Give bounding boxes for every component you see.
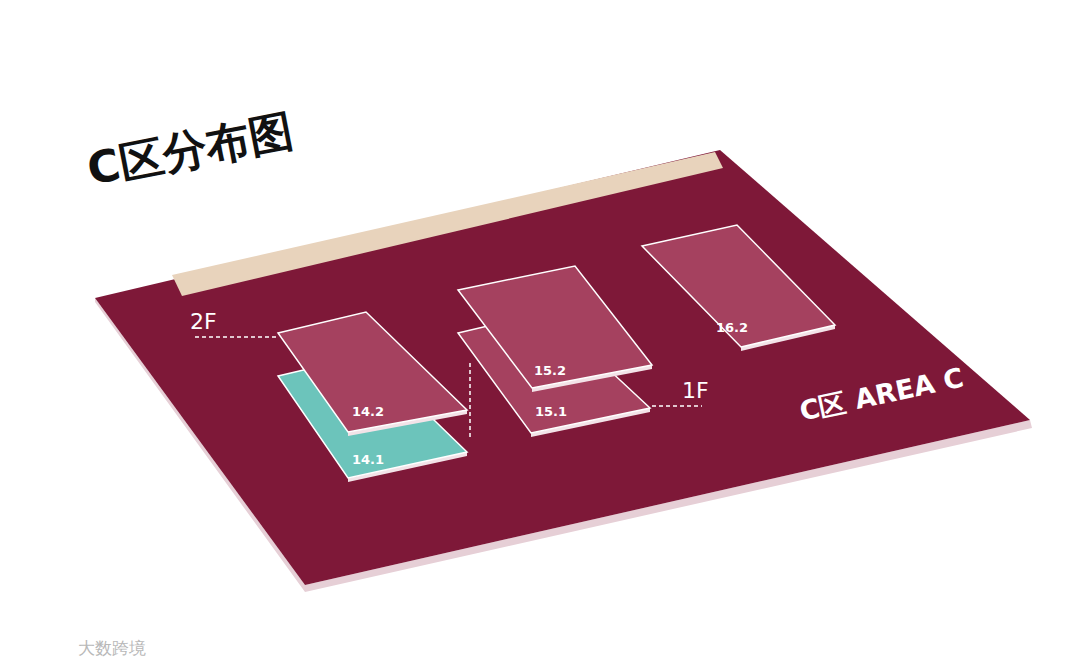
hall-number: 14.2	[352, 405, 384, 418]
watermark: 大数跨境	[78, 640, 146, 657]
slab-face	[642, 225, 835, 347]
area-plate	[95, 150, 1030, 585]
slab-face	[458, 266, 652, 388]
hall-slab: 15.2	[458, 266, 652, 392]
slab-face	[278, 312, 467, 432]
entrance-bar	[172, 152, 723, 296]
floor-label: 2F	[190, 311, 217, 333]
hall-number: 15.2	[534, 364, 566, 377]
floor-leader	[652, 405, 702, 407]
floor-label: 1F	[682, 380, 709, 402]
hall-slab: 14.2	[278, 312, 467, 436]
map-title: C区分布图	[84, 109, 297, 192]
hall-slab: 16.2	[642, 225, 835, 351]
hall-number: 14.1	[352, 453, 384, 466]
hall-number: 16.2	[716, 321, 748, 334]
hall-number: 15.1	[535, 405, 567, 418]
floor-leader	[195, 336, 276, 338]
floor-leader	[469, 363, 471, 440]
